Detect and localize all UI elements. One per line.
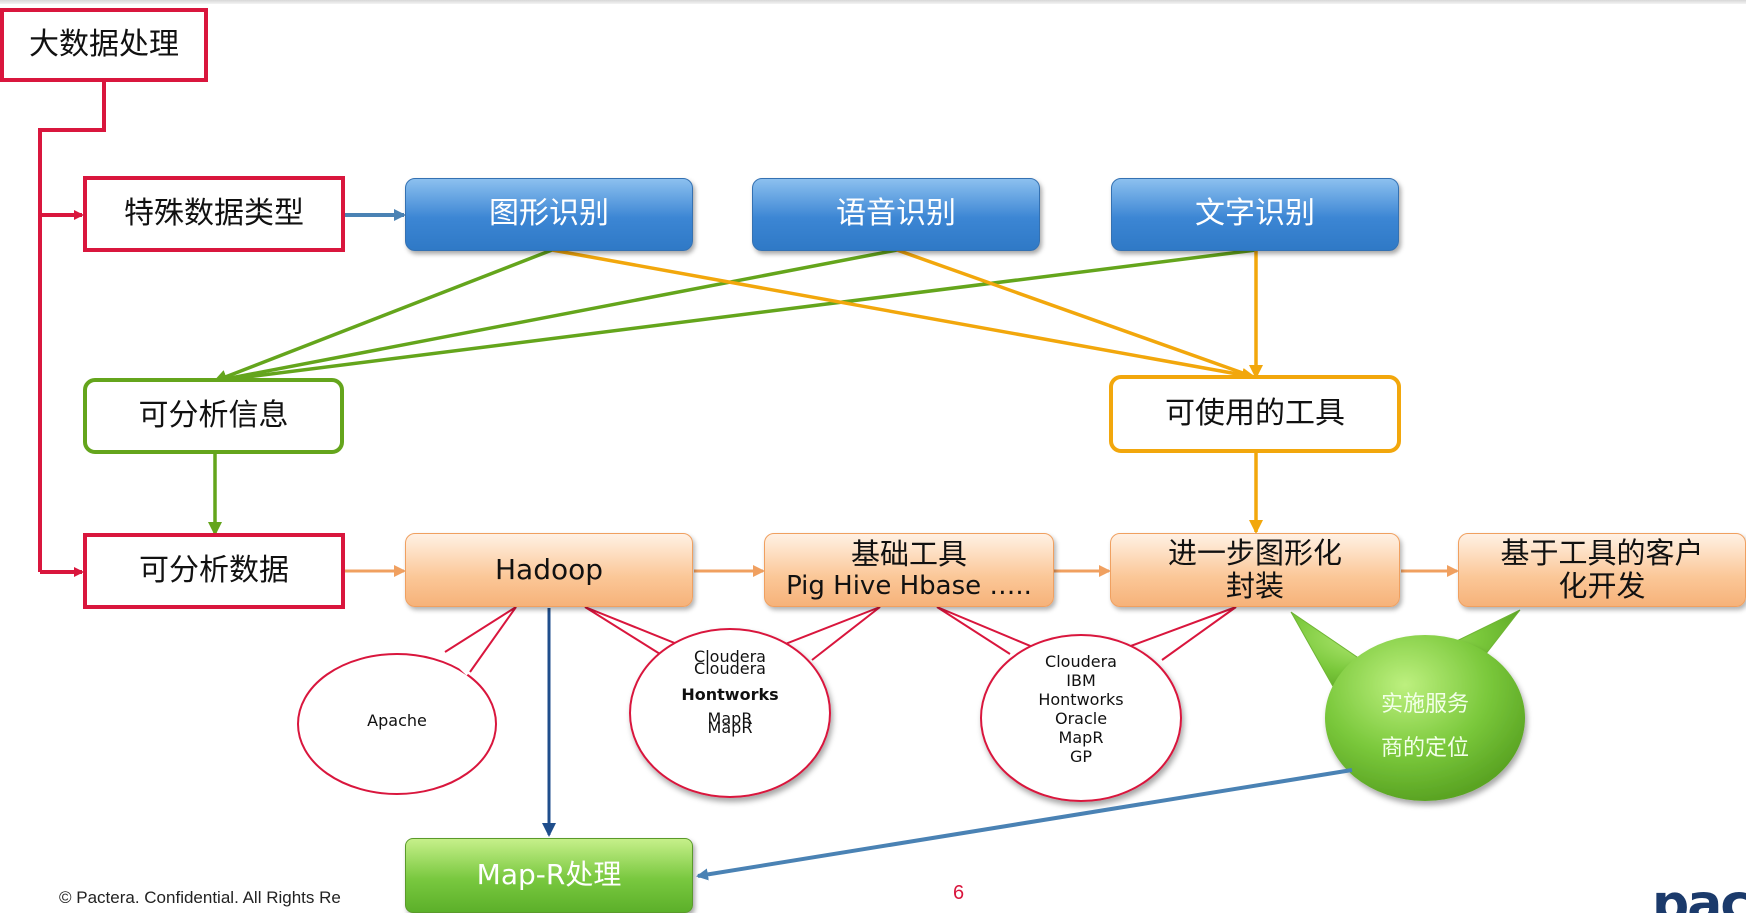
- green-connectors: [208, 248, 1257, 536]
- page-number: 6: [953, 882, 964, 905]
- callout-graphical-vendors: [936, 606, 1237, 802]
- graphical-vendor-1: IBM: [1066, 671, 1096, 690]
- arrow-implementer-to-mapr: [696, 768, 1353, 881]
- node-graphical-packaging-line1: 进一步图形化: [1167, 535, 1342, 570]
- callout-apache: [297, 606, 517, 795]
- node-special-data-types: 特殊数据类型: [83, 176, 345, 252]
- node-custom-dev-line1: 基于工具的客户: [1500, 535, 1704, 570]
- vendor-line-3: Hontworks: [681, 685, 779, 704]
- bubble-apache-label: Apache: [367, 711, 427, 730]
- implementer-line-1: 实施服务: [1380, 692, 1469, 717]
- bubble-implementer-text: 实施服务 商的定位: [1355, 683, 1495, 771]
- company-logo-text: pac: [1652, 878, 1746, 913]
- footer-copyright: © Pactera. Confidential. All Rights Re: [59, 888, 405, 908]
- graphical-vendor-5: GP: [1069, 747, 1093, 766]
- node-basic-tools: 基础工具 Pig Hive Hbase …..: [764, 533, 1054, 607]
- node-analyzable-info-label: 可分析信息: [138, 397, 289, 433]
- node-analyzable-data: 可分析数据: [83, 533, 345, 609]
- node-image-recognition: 图形识别: [405, 178, 693, 251]
- node-basic-tools-line1: 基础工具: [850, 537, 967, 572]
- company-logo: pac: [1652, 878, 1746, 913]
- callout-implementer: [1290, 609, 1525, 801]
- callout-basic-tools-vendors: [584, 606, 881, 798]
- node-custom-dev-line2: 化开发: [1558, 569, 1646, 603]
- bubble-graphical-vendors-text: Cloudera IBM Hontworks Oracle MapR GP: [1011, 652, 1151, 766]
- bubble-basic-tools-vendors-text: Cloudera Cloudera Hontworks MapR MapR: [660, 648, 800, 737]
- orange-connectors: [551, 248, 1263, 534]
- node-speech-recognition: 语音识别: [752, 178, 1040, 251]
- node-graphical-packaging: 进一步图形化 封装: [1110, 533, 1400, 607]
- node-speech-recognition-label: 语音识别: [836, 196, 956, 232]
- node-text-recognition: 文字识别: [1111, 178, 1399, 251]
- node-hadoop: Hadoop: [405, 533, 693, 607]
- vendor-line-5: MapR: [707, 718, 753, 737]
- graphical-vendor-3: Oracle: [1054, 709, 1108, 728]
- page-number-text: 6: [953, 882, 965, 904]
- node-image-recognition-label: 图形识别: [489, 196, 609, 232]
- graphical-vendor-4: MapR: [1058, 728, 1104, 747]
- node-big-data-processing: 大数据处理: [0, 8, 208, 82]
- node-text-recognition-label: 文字识别: [1195, 196, 1315, 232]
- footer-copyright-text: © Pactera. Confidential. All Rights Re: [59, 888, 341, 907]
- red-bracket-connector: [38, 80, 106, 577]
- graphical-vendor-0: Cloudera: [1045, 652, 1117, 671]
- bubble-apache-text: Apache: [337, 712, 457, 730]
- node-analyzable-info: 可分析信息: [83, 378, 344, 454]
- node-special-data-types-label: 特殊数据类型: [124, 195, 304, 231]
- node-usable-tools-label: 可使用的工具: [1165, 395, 1345, 431]
- node-usable-tools: 可使用的工具: [1109, 375, 1401, 453]
- node-hadoop-label: Hadoop: [494, 552, 604, 586]
- node-graphical-packaging-line2: 封装: [1225, 569, 1284, 603]
- node-analyzable-data-label: 可分析数据: [139, 552, 289, 588]
- node-map-r-label: Map-R处理: [476, 858, 622, 892]
- node-basic-tools-line2: Pig Hive Hbase …..: [786, 570, 1032, 601]
- node-custom-dev: 基于工具的客户 化开发: [1458, 533, 1746, 607]
- graphical-vendor-2: Hontworks: [1038, 690, 1124, 709]
- top-rule: [0, 0, 1746, 4]
- implementer-line-2: 商的定位: [1380, 736, 1469, 761]
- node-map-r: Map-R处理: [405, 838, 693, 913]
- vendor-line-2: Cloudera: [694, 659, 766, 678]
- node-big-data-processing-label: 大数据处理: [29, 26, 179, 62]
